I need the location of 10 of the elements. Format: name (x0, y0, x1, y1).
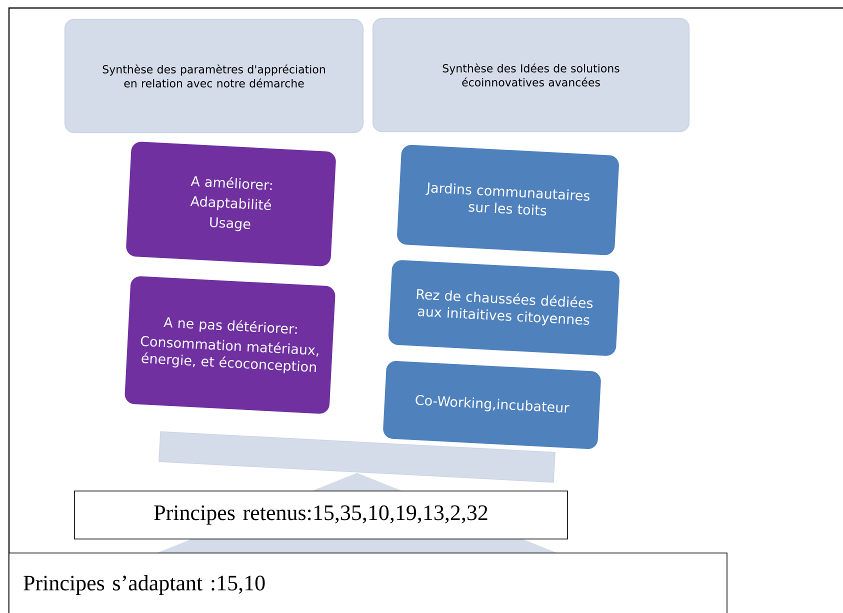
criteria-box: A améliorer: Adaptabilité Usage (126, 142, 336, 266)
header-box: Synthèse des paramètres d'appréciation en relation avec notre démarche (64, 18, 364, 134)
solution-box: Co-Working,incubateur (383, 360, 601, 450)
solution-box: Jardins communautaires sur les toits (397, 144, 619, 256)
header-box: Synthèse des Idées de solutions écoinnovatives avancées (372, 18, 690, 132)
solution-box: Rez de chaussées dédiées aux initaitives citoyennes (388, 260, 620, 356)
balance-beam (158, 431, 556, 483)
result-box: Principes s’adaptant :15,10 (8, 552, 728, 613)
result-box: Principes retenus:15,35,10,19,13,2,32 (74, 490, 568, 540)
criteria-box: A ne pas détériorer: Consommation matériaux, énergie, et écoconception (124, 276, 336, 414)
